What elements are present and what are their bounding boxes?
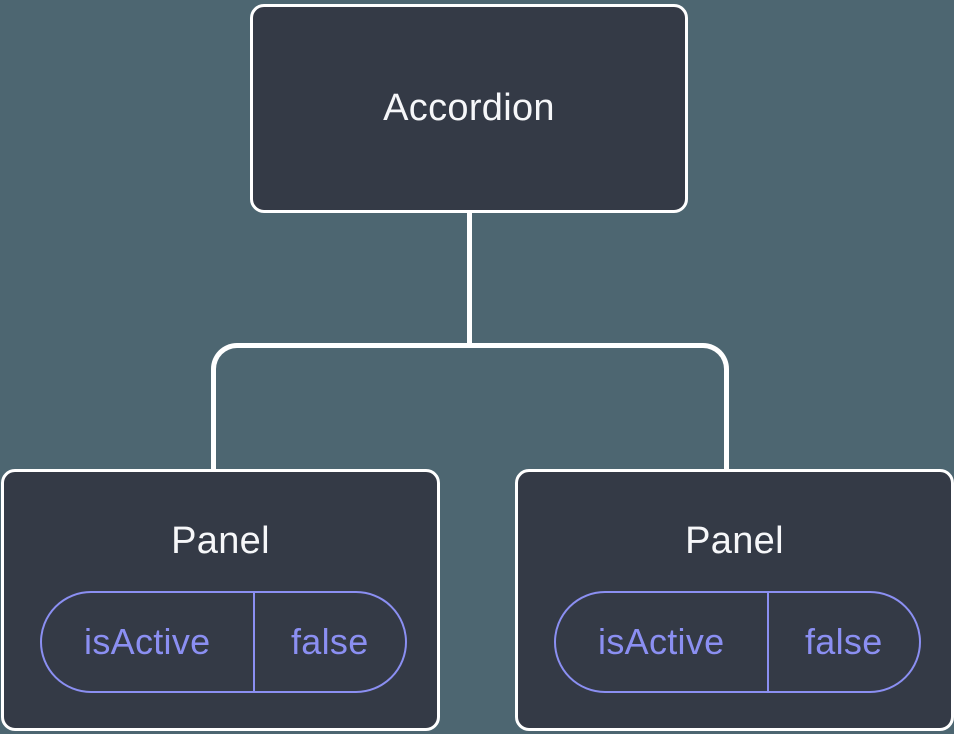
prop-key: isActive [556,593,769,691]
accordion-node-label: Accordion [383,87,555,129]
prop-key: isActive [42,593,255,691]
accordion-node: Accordion [250,4,688,213]
connector-bracket [211,343,729,470]
panel-node-left: Panel isActive false [1,469,440,731]
connector-stem [467,211,472,348]
panel-node-label: Panel [685,520,784,562]
prop-value: false [290,621,369,662]
panel-node-label: Panel [171,520,270,562]
prop-pill: isActive false [40,591,407,693]
prop-value: false [804,621,883,662]
prop-pill: isActive false [554,591,921,693]
panel-node-right: Panel isActive false [515,469,954,731]
